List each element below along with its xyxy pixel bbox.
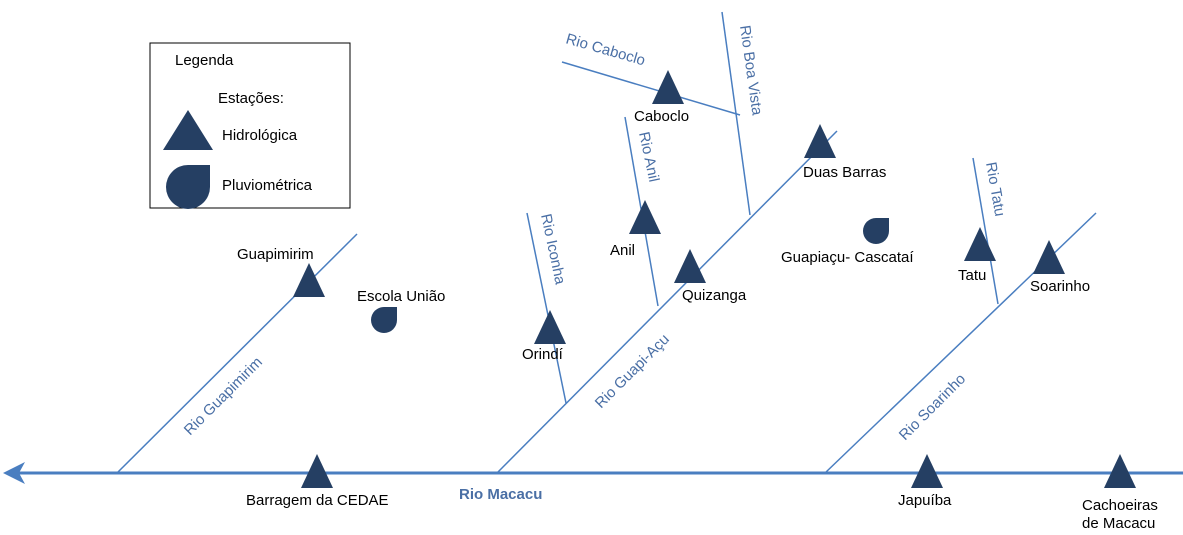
hydrologic-stations [293, 70, 1136, 488]
pluviometric-station-icon [166, 165, 210, 209]
station-anil-label: Anil [610, 242, 635, 259]
station-soarinho-label: Soarinho [1030, 278, 1090, 295]
legend-hydro-label: Hidrológica [222, 127, 298, 144]
river-anil-label: Rio Anil [635, 130, 662, 183]
river-caboclo-line [561, 61, 741, 116]
station-guapimirim-label: Guapimirim [237, 246, 314, 263]
station-orindi-icon [534, 310, 566, 344]
station-duas-barras-label: Duas Barras [803, 164, 886, 181]
station-duas-barras-icon [804, 124, 836, 158]
station-barragem-label: Barragem da CEDAE [246, 492, 389, 509]
station-escola-uniao-icon [371, 307, 397, 333]
station-quizanga-label: Quizanga [682, 287, 747, 304]
river-boa-vista-label: Rio Boa Vista [736, 24, 766, 117]
station-cascatai-label: Guapiaçu- Cascataí [781, 249, 914, 266]
river-soarinho-label: Rio Soarinho [896, 370, 969, 443]
station-barragem-icon [301, 454, 333, 488]
legend-subtitle: Estações: [218, 90, 284, 107]
legend-pluvio-label: Pluviométrica [222, 177, 313, 194]
river-caboclo-label: Rio Caboclo [564, 31, 647, 70]
station-orindi-label: Orindí [522, 346, 564, 363]
flow-direction-arrow-icon [3, 462, 25, 484]
station-escola-uniao-label: Escola União [357, 288, 445, 305]
river-iconha-label: Rio Iconha [537, 212, 569, 286]
station-quizanga-icon [674, 249, 706, 283]
river-guapimirim-line [116, 233, 358, 474]
station-caboclo-icon [652, 70, 684, 104]
river-macacu-label: Rio Macacu [459, 486, 542, 503]
station-cachoeiras-label-2: de Macacu [1082, 515, 1155, 532]
station-caboclo-label: Caboclo [634, 108, 689, 125]
legend-title: Legenda [175, 52, 234, 69]
station-japuiba-label: Japuíba [898, 492, 952, 509]
station-labels: Guapimirim Escola União Barragem da CEDA… [237, 108, 1158, 532]
river-iconha-line [526, 212, 567, 404]
station-guapimirim-icon [293, 263, 325, 297]
station-japuiba-icon [911, 454, 943, 488]
station-tatu-label: Tatu [958, 267, 986, 284]
river-guapiacu-line [496, 130, 838, 474]
river-tatu-line [972, 157, 999, 305]
station-soarinho-icon [1033, 240, 1065, 274]
station-cachoeiras-label-1: Cachoeiras [1082, 497, 1158, 514]
hydrologic-station-icon [163, 110, 213, 150]
station-cascatai-icon [863, 218, 889, 244]
station-cachoeiras-icon [1104, 454, 1136, 488]
legend: Legenda Estações: Hidrológica Pluviométr… [149, 42, 351, 209]
pluviometric-stations [371, 218, 889, 333]
station-tatu-icon [964, 227, 996, 261]
river-guapiacu-label: Rio Guapi-Açu [592, 331, 673, 412]
river-tatu-label: Rio Tatu [982, 161, 1008, 218]
station-anil-icon [629, 200, 661, 234]
